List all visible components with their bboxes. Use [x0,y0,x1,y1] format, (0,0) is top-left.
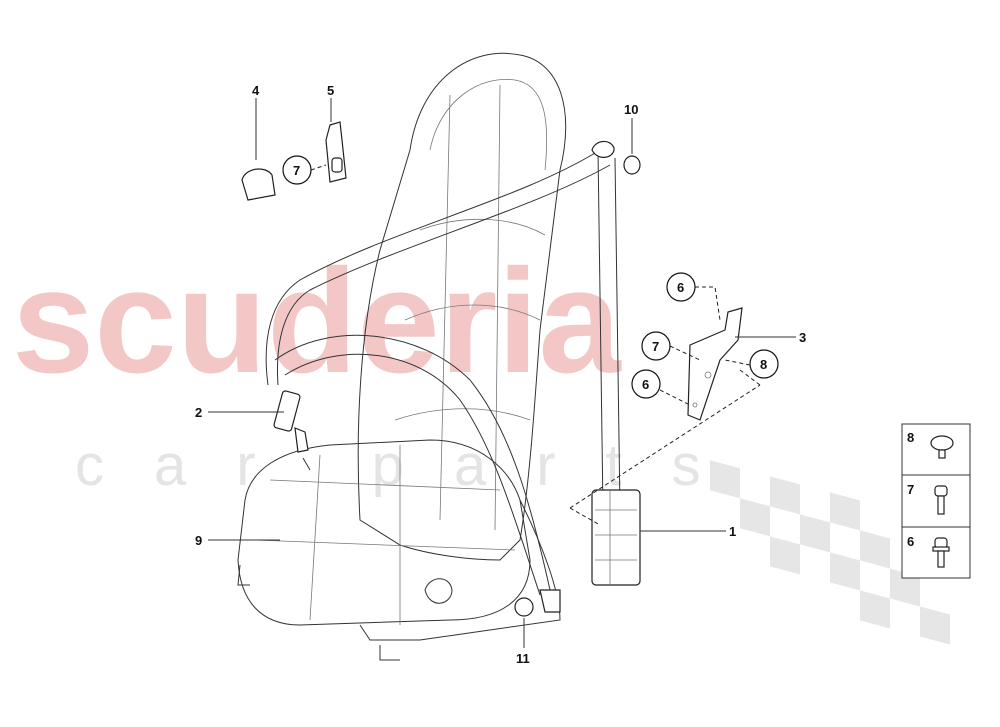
callout-10: 10 [624,102,638,117]
legend-number-8: 8 [907,430,914,445]
callout-5: 5 [327,83,334,98]
callout-3: 3 [799,330,806,345]
legend-number-6: 6 [907,534,914,549]
part-11-grommet [514,597,534,617]
legend-number-7: 7 [907,482,914,497]
flange-bolt-icon [932,537,950,568]
callout-11: 11 [516,651,530,666]
part-1-retractor [591,489,641,586]
seat-illustration [237,52,567,661]
callout-1: 1 [729,524,736,539]
callout-9: 9 [195,533,202,548]
clip-icon [930,435,954,459]
part-4-trim-cover [241,168,276,201]
svg-text:6: 6 [642,377,649,392]
seat-belt-webbing [265,140,621,613]
circled-callout-7-bracket: 7 [641,331,671,361]
part-10-sleeve [623,155,641,175]
svg-text:7: 7 [652,339,659,354]
circled-callout-8: 8 [749,349,779,379]
callout-4: 4 [252,83,260,98]
part-5-anchor [325,121,347,183]
fastener-legend: 8 7 6 [901,423,971,579]
svg-text:8: 8 [760,357,767,372]
svg-text:6: 6 [677,280,684,295]
watermark-scuderia: scuderia [12,239,622,404]
bolt-icon [934,485,948,515]
circled-callout-6-top: 6 [666,272,696,302]
watermark: scuderia car parts [12,239,950,645]
callout-2: 2 [195,405,202,420]
watermark-car-parts: car parts [75,433,751,498]
checkered-flag [710,460,950,645]
part-3-bracket [687,307,743,421]
circled-callout-7-top: 7 [282,155,312,185]
circled-callout-6-bracket: 6 [631,369,661,399]
svg-text:7: 7 [293,163,300,178]
part-2-buckle [273,390,311,471]
